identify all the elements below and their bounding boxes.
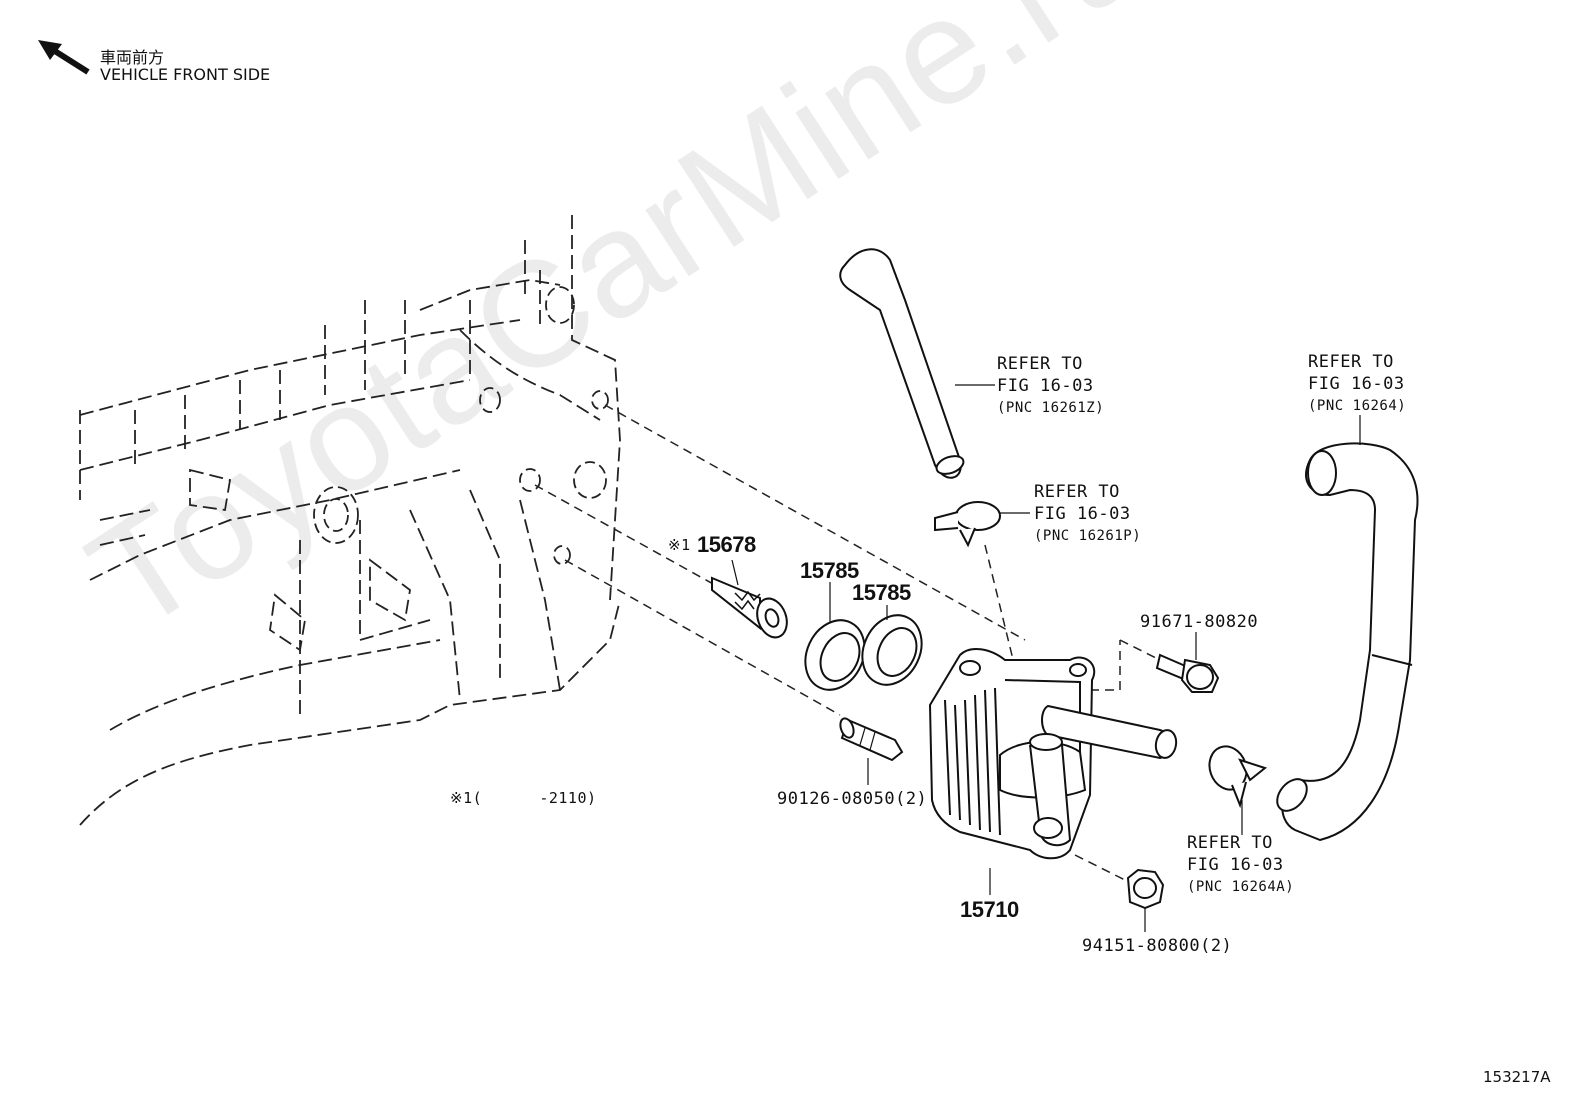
refer-block-16264[interactable]: REFER TO FIG 16-03 (PNC 16264) bbox=[1308, 351, 1406, 417]
hose-clamp-upper bbox=[934, 501, 1001, 548]
refer-line2: FIG 16-03 bbox=[1034, 504, 1131, 524]
refer-pnc: (PNC 16261P) bbox=[1034, 528, 1142, 544]
direction-arrow-icon bbox=[38, 40, 90, 75]
part-label-15678[interactable]: 15678 bbox=[697, 532, 756, 557]
leader-line bbox=[731, 559, 739, 586]
stud-90126 bbox=[839, 717, 904, 762]
refer-pnc: (PNC 16264) bbox=[1308, 398, 1407, 414]
nut-94151 bbox=[1126, 868, 1165, 910]
part-label-15785-a[interactable]: 15785 bbox=[800, 558, 859, 583]
refer-line1: REFER TO bbox=[1034, 482, 1120, 502]
figure-id: 153217A bbox=[1483, 1068, 1551, 1086]
footnote-range: ※1( -2110) bbox=[450, 789, 597, 807]
footnote-mark: ※1 bbox=[668, 536, 691, 554]
refer-block-16261z[interactable]: REFER TO FIG 16-03 (PNC 16261Z) bbox=[997, 353, 1104, 419]
refer-block-16261p[interactable]: REFER TO FIG 16-03 (PNC 16261P) bbox=[1034, 481, 1141, 547]
plug-15678 bbox=[711, 576, 788, 639]
refer-line1: REFER TO bbox=[997, 354, 1083, 374]
part-label-90126[interactable]: 90126-08050(2) bbox=[777, 789, 928, 809]
refer-block-16264a[interactable]: REFER TO FIG 16-03 (PNC 16264A) bbox=[1187, 832, 1294, 898]
refer-pnc: (PNC 16264A) bbox=[1187, 879, 1295, 895]
hose-clamp-lower bbox=[1208, 745, 1268, 809]
refer-line2: FIG 16-03 bbox=[997, 376, 1094, 396]
engine-block bbox=[79, 215, 621, 826]
oil-cooler-15710 bbox=[928, 648, 1178, 860]
part-label-91671[interactable]: 91671-80820 bbox=[1140, 612, 1259, 632]
engine-bosses bbox=[313, 286, 609, 565]
refer-line1: REFER TO bbox=[1308, 352, 1394, 372]
refer-line2: FIG 16-03 bbox=[1187, 855, 1284, 875]
refer-pnc: (PNC 16261Z) bbox=[997, 400, 1105, 416]
direction-label-en: VEHICLE FRONT SIDE bbox=[100, 65, 271, 84]
part-label-15710[interactable]: 15710 bbox=[960, 897, 1019, 922]
refer-line2: FIG 16-03 bbox=[1308, 374, 1405, 394]
bolt-91671 bbox=[1155, 653, 1220, 693]
part-label-15785-b[interactable]: 15785 bbox=[852, 580, 911, 605]
part-label-94151[interactable]: 94151-80800(2) bbox=[1082, 936, 1233, 956]
direction-label-jp: 車両前方 bbox=[100, 48, 165, 67]
upper-hose bbox=[839, 248, 965, 479]
alignment-dashes bbox=[534, 404, 1161, 881]
o-ring-15785-b bbox=[861, 614, 923, 686]
lower-hose bbox=[1276, 442, 1419, 842]
refer-line1: REFER TO bbox=[1187, 833, 1273, 853]
o-ring-15785-a bbox=[804, 619, 866, 691]
